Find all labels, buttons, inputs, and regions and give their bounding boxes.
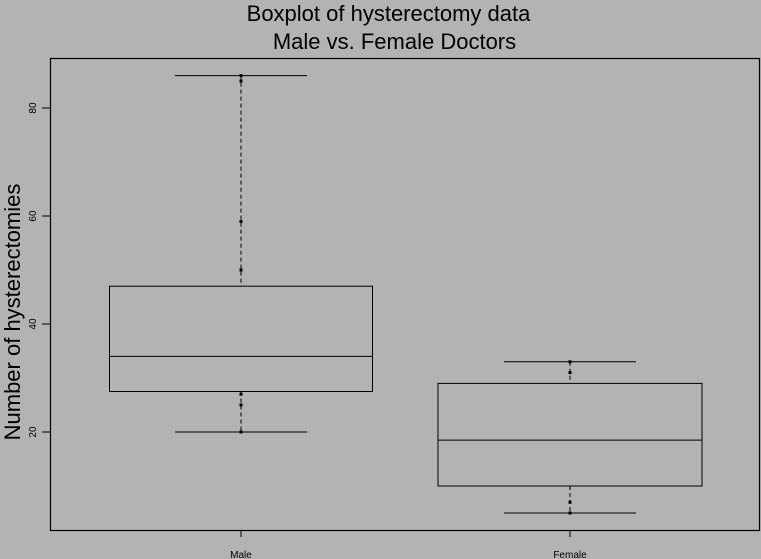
y-axis-label: Number of hysterectomies: [0, 184, 25, 441]
x-tick-label: Male: [230, 550, 252, 559]
plot-frame: [49, 57, 761, 532]
boxes: [109, 74, 703, 515]
y-tick-label: 20: [28, 426, 39, 438]
box-female: [437, 360, 703, 515]
chart-subtitle: Male vs. Female Doctors: [272, 29, 517, 54]
chart-title: Boxplot of hysterectomy data: [246, 1, 531, 26]
y-tick-label: 80: [28, 102, 39, 114]
y-axis: 20 40 60 80: [28, 102, 50, 438]
box-male: [109, 74, 373, 434]
x-axis: Male Female: [230, 531, 587, 559]
x-tick-label: Female: [553, 550, 587, 559]
y-tick-label: 40: [28, 318, 39, 330]
y-tick-label: 60: [28, 210, 39, 222]
